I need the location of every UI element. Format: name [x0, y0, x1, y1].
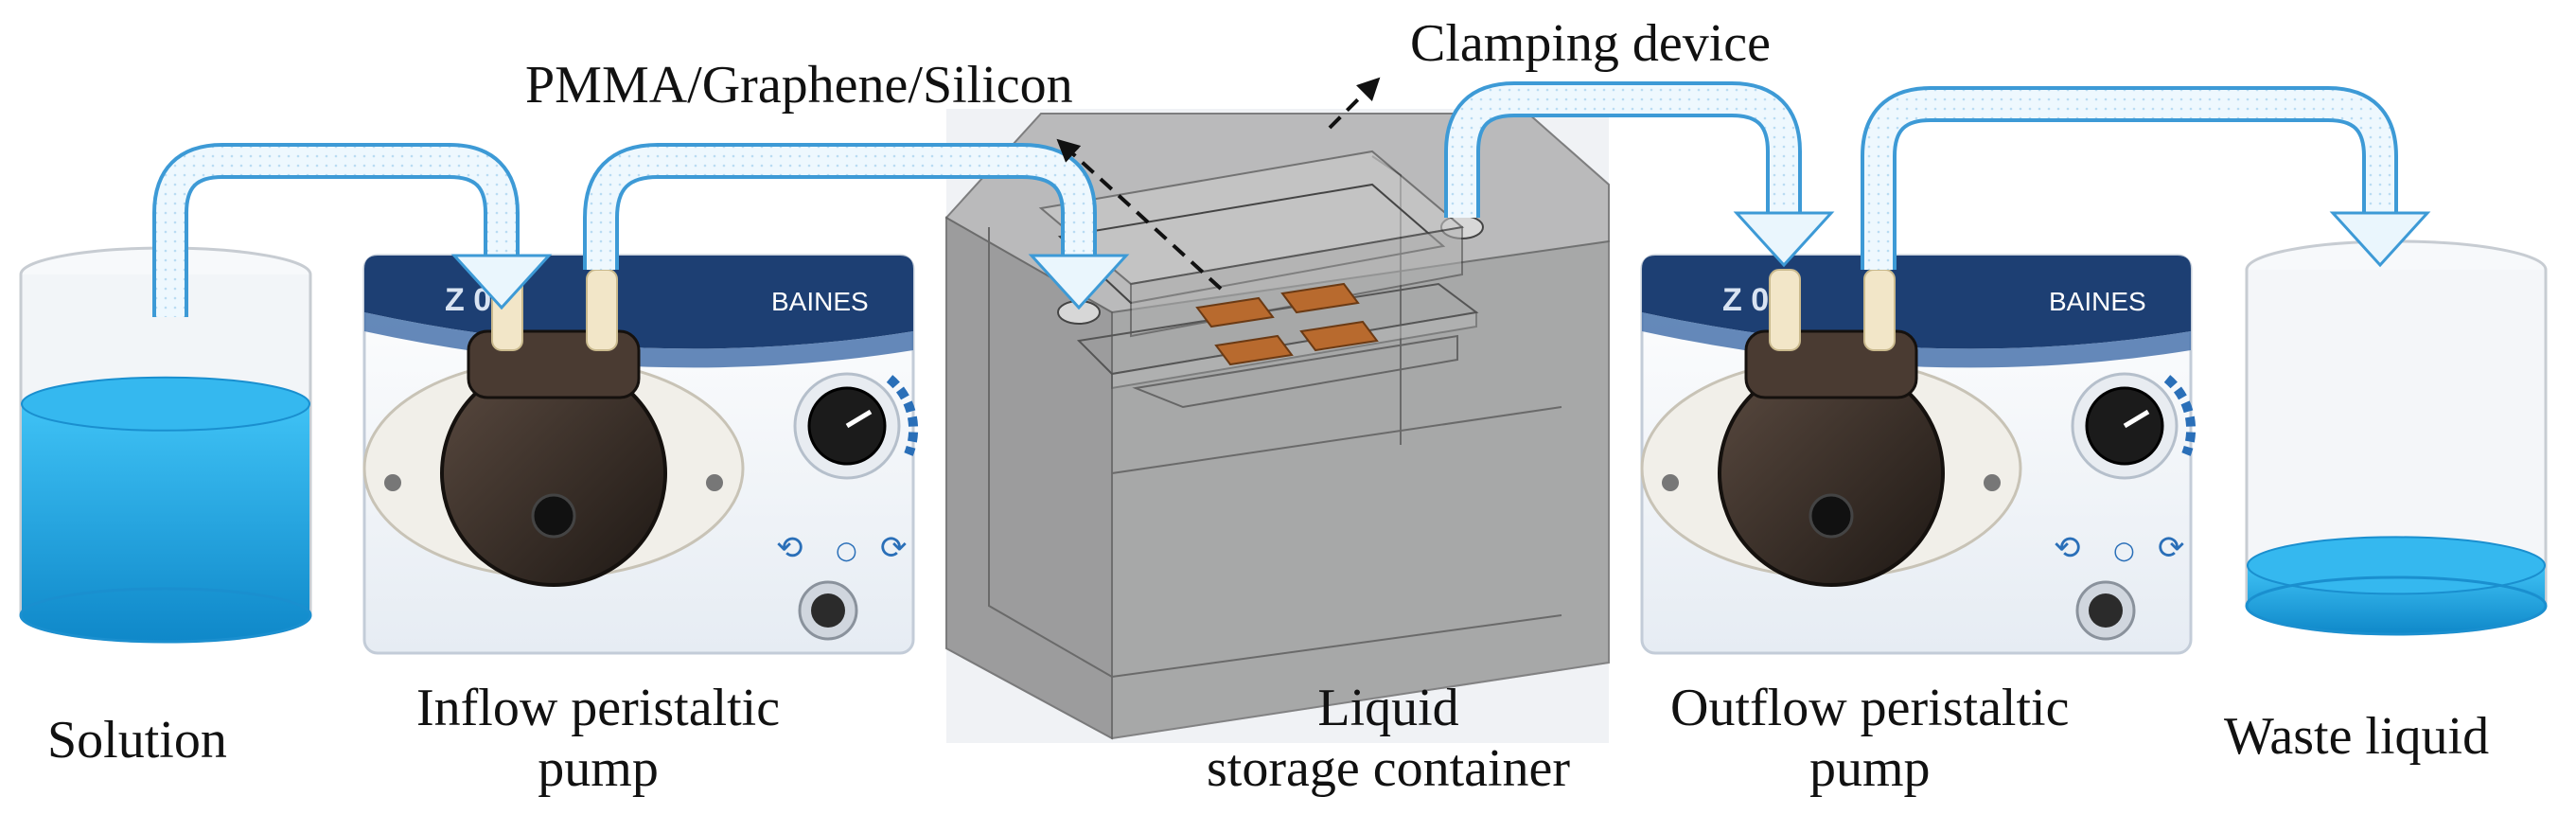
forward-symbol: ⟳ — [880, 529, 908, 567]
forward-symbol: ⟳ — [2158, 529, 2185, 567]
label-outflow-pump: Outflow peristaltic pump — [1670, 679, 2070, 798]
label-pmma-graphene-silicon: PMMA/Graphene/Silicon — [525, 56, 1073, 115]
label-inflow-pump: Inflow peristaltic pump — [416, 679, 781, 798]
stop-symbol: ○ — [836, 537, 857, 565]
tube-solution-to-inflow-pump — [152, 143, 553, 317]
pump-brand-label: BAINES — [2049, 287, 2146, 316]
stop-symbol: ○ — [2113, 537, 2135, 565]
label-clamping-device: Clamping device — [1410, 14, 1772, 73]
sample-chips — [1195, 282, 1379, 366]
tube-inflow-pump-to-container — [583, 143, 1130, 310]
clamping-pointer-arrow — [1328, 77, 1381, 130]
waste-beaker — [2245, 239, 2548, 636]
inflow-peristaltic-pump: Z 00 BAINES ⟲ ○ ⟳ — [362, 254, 919, 655]
pump-brand-label: BAINES — [771, 287, 869, 316]
label-solution: Solution — [47, 711, 227, 770]
label-liquid-storage-container: Liquid storage container — [1207, 679, 1571, 798]
reverse-symbol: ⟲ — [776, 529, 803, 567]
reverse-symbol: ⟲ — [2054, 529, 2081, 567]
outflow-peristaltic-pump: Z 00 BAINES ⟲ ○ ⟳ — [1640, 254, 2197, 655]
tube-outflow-pump-to-waste — [1861, 86, 2431, 270]
solution-beaker — [19, 246, 312, 644]
solution-liquid — [21, 376, 310, 642]
label-waste-liquid: Waste liquid — [2224, 707, 2490, 766]
pmma-pointer-arrow — [1056, 138, 1223, 291]
tube-container-to-outflow-pump — [1444, 81, 1835, 268]
